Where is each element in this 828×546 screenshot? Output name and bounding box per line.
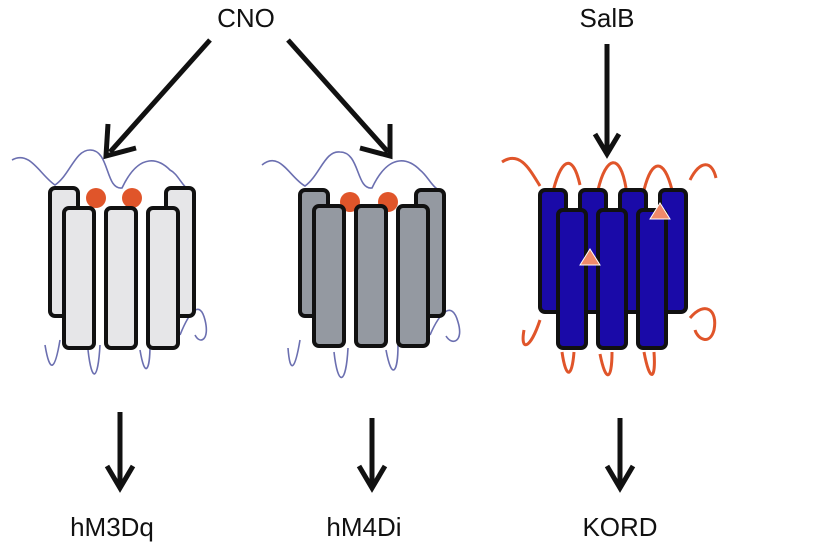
hm4di-receptor (261, 151, 461, 379)
hm3dq-ligand-site-2 (122, 188, 142, 208)
kord-loops (501, 156, 718, 377)
cno-to-hm4di-arrow (286, 38, 393, 160)
hm3dq-front-helix-2 (104, 206, 138, 350)
hm4di-loops (261, 151, 461, 379)
kord-receptor (501, 156, 718, 377)
hm4di-label: hM4Di (326, 512, 401, 542)
hm3dq-label: hM3Dq (70, 512, 154, 542)
kord-output-arrow (604, 418, 636, 493)
cno-label: CNO (217, 3, 275, 33)
hm3dq-front-helix-3 (146, 206, 180, 350)
cno-to-hm3dq-arrow (103, 38, 212, 160)
hm3dq-front-helix-1 (62, 206, 96, 350)
hm4di-output-arrow (356, 418, 388, 493)
kord-ligand-site-2 (649, 202, 671, 220)
salb-label: SalB (580, 3, 635, 33)
hm4di-front-helix-2 (354, 204, 388, 348)
hm3dq-receptor (11, 149, 208, 375)
kord-label: KORD (582, 512, 657, 542)
salb-to-kord-arrow (592, 44, 622, 159)
kord-front-helix-3 (636, 208, 668, 350)
hm4di-ligand-site-1 (340, 192, 360, 212)
kord-front-helix-1 (556, 208, 588, 350)
hm3dq-output-arrow (104, 412, 136, 493)
hm4di-front-helix-3 (396, 204, 430, 348)
hm3dq-loops (11, 149, 208, 375)
kord-front-helix-2 (596, 208, 628, 350)
kord-ligand-site-1 (579, 248, 601, 266)
hm3dq-ligand-site-1 (86, 188, 106, 208)
hm4di-front-helix-1 (312, 204, 346, 348)
